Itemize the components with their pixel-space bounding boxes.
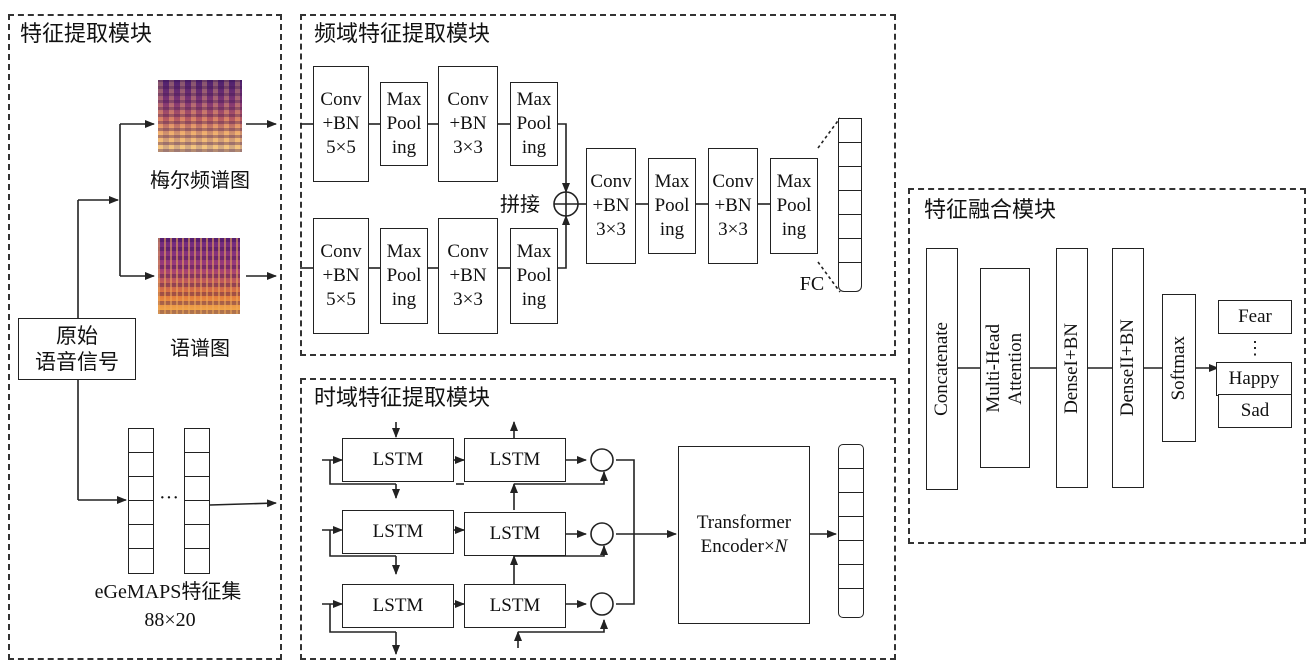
feature-extraction-module	[8, 14, 282, 660]
fc-cell	[838, 166, 862, 192]
egemaps-size: 88×20	[144, 609, 196, 631]
conv3-block-merged-2: Conv +BN 3×3	[708, 148, 758, 264]
egemaps-cell	[128, 476, 154, 502]
egemaps-cell	[128, 500, 154, 526]
fc-label: FC	[799, 273, 825, 295]
softmax-block: Softmax	[1162, 294, 1196, 442]
lstm-block: LSTM	[342, 584, 454, 628]
lstm-block: LSTM	[342, 438, 454, 482]
egemaps-cell	[184, 500, 210, 526]
output-vdots: ⋮	[1246, 338, 1264, 358]
fc-cell	[838, 214, 862, 240]
egemaps-cell	[128, 428, 154, 454]
output-fear: Fear	[1218, 300, 1292, 334]
lstm-block: LSTM	[464, 584, 566, 628]
maxpool-block-merged-1: Max Pool ing	[648, 158, 696, 254]
concatenate-block: Concatenate	[926, 248, 958, 490]
time-output-cell	[838, 540, 864, 566]
egemaps-cell	[128, 452, 154, 478]
egemaps-cell	[128, 548, 154, 574]
maxpool-block-bottom-2: Max Pool ing	[510, 228, 558, 324]
transformer-encoder-block: Transformer Encoder×N	[678, 446, 810, 624]
conv3-block-bottom: Conv +BN 3×3	[438, 218, 498, 334]
maxpool-block-top-1: Max Pool ing	[380, 82, 428, 166]
maxpool-block-bottom-1: Max Pool ing	[380, 228, 428, 324]
fusion-title: 特征融合模块	[924, 197, 1057, 222]
mel-spectrogram-label: 梅尔频谱图	[150, 168, 250, 192]
time-extraction-module	[300, 378, 896, 660]
spectrogram-label: 语谱图	[170, 336, 230, 360]
egemaps-label: eGeMAPS特征集	[94, 581, 242, 603]
raw-speech-label: 原始 语音信号	[35, 324, 119, 374]
encoder-label: Encoder×N	[700, 536, 788, 557]
time-output-cell	[838, 564, 864, 590]
concat-label: 拼接	[500, 192, 540, 216]
spectrogram-image	[158, 238, 240, 314]
time-output-cell	[838, 444, 864, 470]
egemaps-cell	[128, 524, 154, 550]
time-output-cell	[838, 588, 864, 618]
freq-extraction-module	[300, 14, 896, 356]
egemaps-cell	[184, 452, 210, 478]
mel-spectrogram-image	[158, 80, 242, 152]
dense1-block: DenseI+BN	[1056, 248, 1088, 488]
time-output-cell	[838, 492, 864, 518]
fc-cell	[838, 238, 862, 264]
transformer-label: Transformer	[696, 512, 792, 533]
egemaps-cell	[184, 428, 210, 454]
conv5-block-bottom: Conv +BN 5×5	[313, 218, 369, 334]
time-output-cell	[838, 516, 864, 542]
time-output-cell	[838, 468, 864, 494]
conv3-block-top: Conv +BN 3×3	[438, 66, 498, 182]
output-happy: Happy	[1216, 362, 1292, 396]
raw-speech-input: 原始 语音信号	[18, 318, 136, 380]
output-sad: Sad	[1218, 394, 1292, 428]
egemaps-cell	[184, 524, 210, 550]
maxpool-block-top-2: Max Pool ing	[510, 82, 558, 166]
conv5-block-top: Conv +BN 5×5	[313, 66, 369, 182]
lstm-block: LSTM	[464, 512, 566, 556]
conv3-block-merged-1: Conv +BN 3×3	[586, 148, 636, 264]
egemaps-cell	[184, 548, 210, 574]
maxpool-block-merged-2: Max Pool ing	[770, 158, 818, 254]
fc-cell	[838, 262, 862, 292]
egemaps-ellipsis: ···	[159, 487, 179, 509]
feature-extraction-title: 特征提取模块	[20, 21, 153, 46]
fc-cell	[838, 118, 862, 144]
time-extraction-title: 时域特征提取模块	[314, 385, 491, 410]
fusion-module	[908, 188, 1306, 544]
egemaps-cell	[184, 476, 210, 502]
freq-extraction-title: 频域特征提取模块	[314, 21, 491, 46]
fc-cell	[838, 190, 862, 216]
fc-cell	[838, 142, 862, 168]
dense2-block: DenseII+BN	[1112, 248, 1144, 488]
lstm-block: LSTM	[342, 510, 454, 554]
lstm-block: LSTM	[464, 438, 566, 482]
multi-head-attention-block: Multi-Head Attention	[980, 268, 1030, 468]
